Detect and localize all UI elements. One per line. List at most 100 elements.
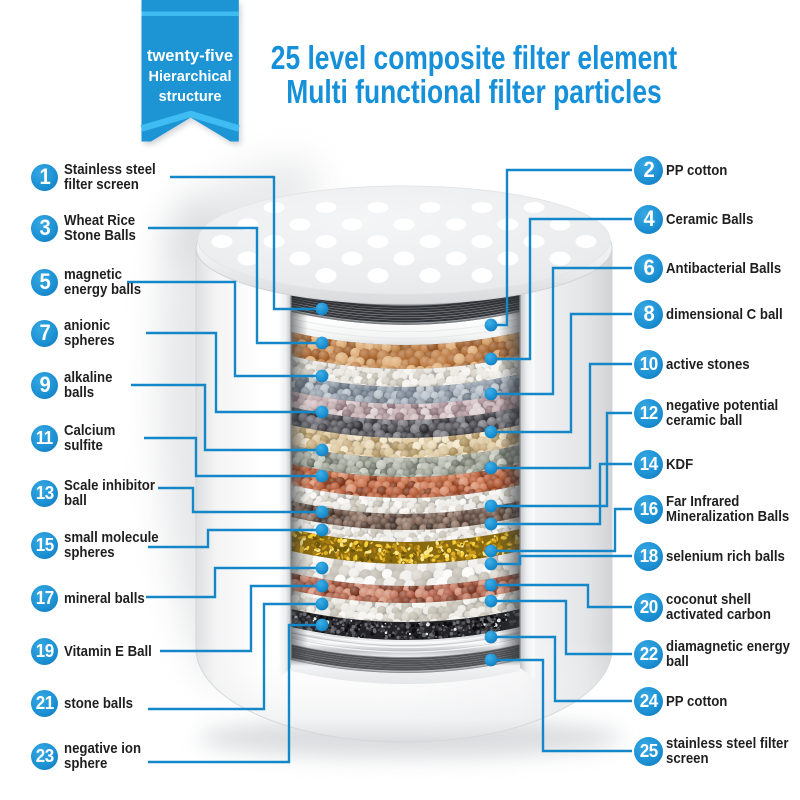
callout-21-label: stone balls	[64, 694, 133, 712]
callout-19-label: Vitamin E Ball	[64, 644, 152, 660]
layer-dot-4	[484, 352, 498, 366]
layer-dot-21	[315, 597, 329, 611]
window-bottom-sill	[291, 660, 520, 684]
callout-11-label-line-2: sulfite	[64, 436, 103, 454]
callout-25-number: 25	[639, 740, 658, 761]
callout-10-label-line-1: active stones	[666, 355, 750, 373]
cutaway-window	[279, 289, 535, 684]
callout-6-number: 6	[643, 255, 654, 280]
callout-5-number: 5	[39, 269, 50, 294]
layer-dot-22	[484, 594, 498, 608]
callout-16-label-line-1: Far Infrared	[666, 493, 740, 511]
layer-dot-14	[484, 517, 498, 531]
leader-line-9	[131, 383, 322, 452]
callout-14-number: 14	[639, 453, 658, 474]
ribbon-line-1: twenty-five	[146, 47, 234, 65]
callout-21-number: 21	[35, 692, 54, 713]
callout-25-badge: 25	[634, 736, 663, 766]
callout-24-number: 24	[639, 690, 658, 711]
callout-22-number: 22	[639, 643, 658, 664]
callout-17-label: mineral balls	[64, 591, 145, 607]
leader-line-19	[160, 584, 322, 653]
leader-line-5	[127, 280, 322, 378]
callout-17-number: 17	[35, 587, 54, 608]
layer-dot-23	[315, 618, 329, 632]
callout-6-label-line-1: Antibacterial Balls	[666, 259, 782, 277]
callout-4-badge: 4	[634, 204, 663, 234]
callout-8-badge: 8	[634, 299, 663, 329]
callout-20-badge: 20	[634, 592, 663, 622]
layer-dot-16	[484, 544, 498, 558]
callout-21-label-line-1: stone balls	[64, 694, 133, 712]
callout-1-label-line-1: Stainless steel	[64, 161, 156, 179]
callout-23-number: 23	[35, 745, 54, 766]
callout-9-badge: 9	[31, 371, 58, 399]
layer-dot-12	[484, 499, 498, 513]
callout-10-badge: 10	[634, 349, 663, 379]
callout-12-label-line-1: negative potential	[666, 397, 779, 415]
callout-8-label: dimensional C ball	[666, 305, 783, 323]
callout-4-label: Ceramic Balls	[666, 210, 754, 228]
callout-23-label-line-2: sphere	[64, 754, 108, 772]
leader-line-14	[491, 462, 632, 526]
callout-2-label: PP cotton	[666, 161, 728, 179]
callout-24-badge: 24	[634, 686, 663, 716]
callout-4-label-line-1: Ceramic Balls	[666, 210, 754, 228]
callout-20-label-line-1: coconut shell	[666, 591, 752, 609]
callout-8-label-line-1: dimensional C ball	[666, 305, 783, 323]
ribbon-body	[141, 0, 239, 142]
callout-2-label-line-1: PP cotton	[666, 161, 728, 179]
callout-12-number: 12	[639, 402, 658, 423]
ribbon-line-2: Hierarchical	[148, 69, 232, 85]
callout-7-label-line-1: anionic	[64, 317, 111, 335]
leader-line-16	[491, 507, 632, 553]
callout-22-label-line-2: ball	[666, 652, 689, 670]
callout-7-number: 7	[39, 320, 50, 345]
leader-line-13	[158, 486, 322, 514]
callout-25-label-line-2: screen	[666, 749, 709, 767]
layer-dot-25	[484, 653, 498, 667]
callout-11-label-line-1: Calcium	[64, 422, 116, 440]
callout-1-number: 1	[39, 164, 50, 189]
leader-line-1	[170, 175, 322, 311]
leader-line-3	[148, 226, 322, 345]
callout-10-number: 10	[639, 353, 658, 374]
callout-25-label-line-1: stainless steel filter	[666, 735, 789, 753]
callout-20-label-line-2: activated carbon	[666, 605, 771, 623]
callout-3-label-line-1: Wheat Rice	[64, 212, 136, 230]
callout-15-number: 15	[35, 534, 54, 555]
callout-9-label-line-2: balls	[64, 383, 95, 401]
layer-dot-1	[315, 302, 329, 316]
leader-line-25	[491, 658, 632, 753]
layer-dot-5	[315, 369, 329, 383]
layer-dot-18	[484, 557, 498, 571]
callout-3-badge: 3	[31, 214, 58, 242]
callout-22-badge: 22	[634, 639, 663, 669]
callout-19-badge: 19	[31, 637, 58, 665]
layer-dot-11	[315, 469, 329, 483]
ribbon-line-3: structure	[158, 89, 222, 105]
callout-13-number: 13	[35, 482, 54, 503]
callout-15-badge: 15	[31, 531, 58, 559]
callout-5-label-line-1: magnetic	[64, 266, 122, 284]
callout-11-number: 11	[35, 427, 54, 448]
callout-18-label: selenium rich balls	[666, 549, 785, 565]
callout-13-label-line-1: Scale inhibitor	[64, 477, 155, 495]
layer-dot-7	[315, 405, 329, 419]
callout-9-label-line-1: alkaline	[64, 369, 113, 387]
leader-line-8	[491, 312, 632, 434]
callout-11-badge: 11	[31, 424, 58, 452]
callout-1-label-line-2: filter screen	[64, 175, 139, 193]
callout-24-label: PP cotton	[666, 694, 727, 710]
layer-dot-3	[315, 336, 329, 350]
layer-dot-10	[484, 461, 498, 475]
layer-dot-20	[484, 578, 498, 592]
